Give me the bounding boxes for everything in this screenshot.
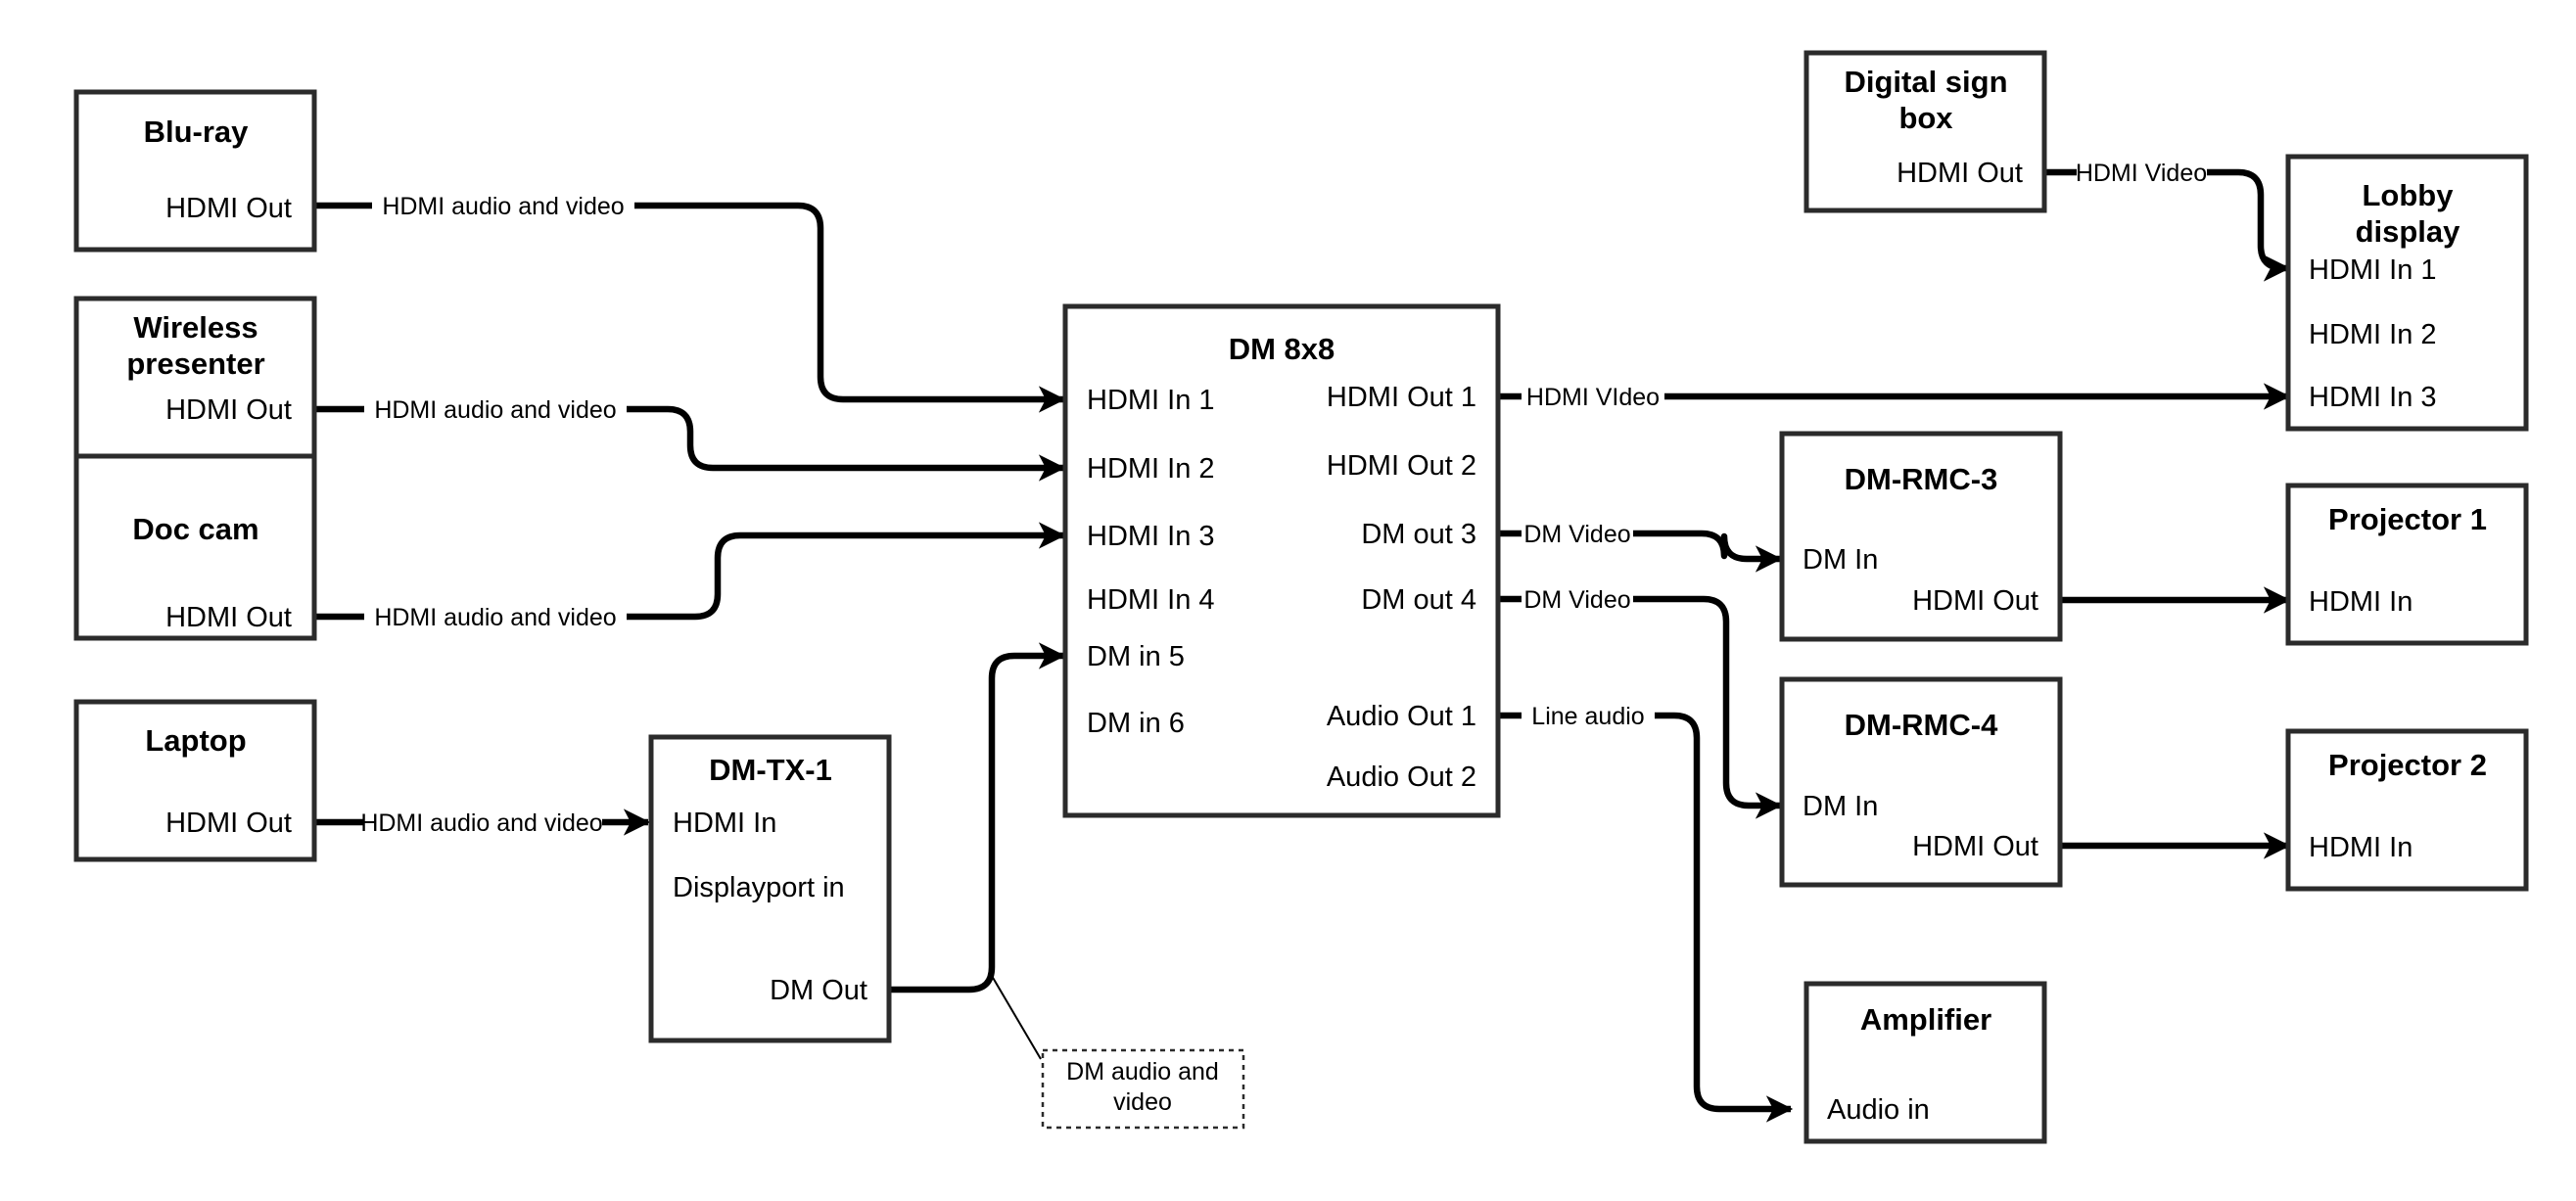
edge-label-wireless-to-dm: HDMI audio and video: [374, 396, 616, 424]
projector-2-box[interactable]: [2285, 728, 2529, 892]
link-dm8x8-audioout1-to-amplifier-b: [1655, 712, 1794, 1123]
node-dm-rmc-4[interactable]: DM-RMC-4 DM In HDMI Out: [1779, 676, 2063, 888]
node-projector-1[interactable]: Projector 1 HDMI In: [2285, 483, 2529, 646]
dm-rmc-4-title: DM-RMC-4: [1845, 708, 1998, 742]
dm-tx-1-port-dm-out: DM Out: [770, 975, 867, 1006]
edge-label-dm-out1-to-lobby: HDMI VIdeo: [1526, 384, 1660, 411]
link-doccam-to-dm8x8-hdmi-in-3-b: [627, 522, 1066, 621]
link-dmtx1-to-dm8x8-dm-in-5: [888, 642, 1066, 993]
bluray-port-hdmi-out: HDMI Out: [165, 193, 292, 224]
node-dm-tx-1[interactable]: DM-TX-1 HDMI In Displayport in DM Out: [648, 734, 892, 1043]
bluray-title: Blu-ray: [144, 115, 250, 149]
node-doc-cam[interactable]: Doc cam HDMI Out: [73, 453, 317, 641]
dm-8x8-input-hdmi-in-4: HDMI In 4: [1087, 584, 1215, 616]
projector-1-box[interactable]: [2285, 483, 2529, 646]
projector-1-title: Projector 1: [2328, 502, 2487, 536]
dm-rmc-3-port-dm-in: DM In: [1803, 544, 1878, 576]
node-wireless-presenter[interactable]: Wireless presenter HDMI Out: [73, 296, 317, 459]
lobby-display-input-hdmi-in-3: HDMI In 3: [2309, 382, 2437, 413]
link-dm8x8-dmout3-to-rmc3-b: [1633, 530, 1783, 573]
edge-label-layer: HDMI audio and video HDMI audio and vide…: [360, 160, 2207, 837]
edge-label-audio1-to-amp: Line audio: [1531, 703, 1644, 730]
dm-8x8-input-hdmi-in-1: HDMI In 1: [1087, 385, 1215, 416]
doc-cam-port-hdmi-out: HDMI Out: [165, 602, 292, 633]
doc-cam-title: Doc cam: [132, 512, 258, 546]
wireless-presenter-title-line2: presenter: [126, 346, 264, 381]
dm-8x8-input-dm-in-6: DM in 6: [1087, 708, 1185, 739]
dm-rmc-4-port-dm-in: DM In: [1803, 791, 1878, 822]
digital-sign-port-hdmi-out: HDMI Out: [1897, 158, 2023, 189]
edge-label-dm-out3-to-rmc3: DM Video: [1523, 521, 1630, 548]
node-digital-sign-box[interactable]: Digital sign box HDMI Out: [1803, 50, 2047, 213]
lobby-display-input-hdmi-in-2: HDMI In 2: [2309, 319, 2437, 350]
dm-8x8-output-dm-out-3: DM out 3: [1361, 519, 1476, 550]
dm-tx-1-box[interactable]: [648, 734, 892, 1043]
dm-tx-1-port-displayport-in: Displayport in: [673, 872, 845, 903]
link-bluray-to-dm8x8-hdmi-in-1-b: [634, 202, 1066, 413]
projector-1-port-hdmi-in: HDMI In: [2309, 586, 2412, 618]
dm-audio-video-note-line1: DM audio and: [1066, 1058, 1219, 1086]
node-lobby-display[interactable]: Lobby display HDMI In 1 HDMI In 2 HDMI I…: [2285, 154, 2529, 432]
dm-rmc-4-box[interactable]: [1779, 676, 2063, 888]
dm-rmc-3-box[interactable]: [1779, 431, 2063, 642]
dm-8x8-output-audio-out-1: Audio Out 1: [1327, 701, 1476, 732]
digital-sign-box[interactable]: [1803, 50, 2047, 213]
link-dm8x8-dmout4-to-rmc4-b: [1633, 595, 1783, 819]
link-digitalsign-to-lobby-hdmi-in-1-b: [2207, 168, 2291, 282]
lobby-display-title-line1: Lobby: [2363, 178, 2455, 212]
bluray-box[interactable]: [73, 89, 317, 253]
dm-rmc-3-port-hdmi-out: HDMI Out: [1912, 585, 2038, 617]
dm-tx-1-title: DM-TX-1: [709, 753, 832, 787]
node-dm-8x8[interactable]: DM 8x8 HDMI In 1 HDMI In 2 HDMI In 3 HDM…: [1062, 303, 1501, 818]
connector-layer: [314, 168, 2291, 1123]
dm-8x8-input-hdmi-in-2: HDMI In 2: [1087, 453, 1215, 485]
laptop-box[interactable]: [73, 699, 317, 862]
lobby-display-input-hdmi-in-1: HDMI In 1: [2309, 254, 2437, 286]
dm-rmc-4-port-hdmi-out: HDMI Out: [1912, 831, 2038, 862]
dm-8x8-box[interactable]: [1062, 303, 1501, 818]
node-bluray[interactable]: Blu-ray HDMI Out: [73, 89, 317, 253]
doc-cam-box[interactable]: [73, 453, 317, 641]
node-laptop[interactable]: Laptop HDMI Out: [73, 699, 317, 862]
dm-8x8-output-audio-out-2: Audio Out 2: [1327, 762, 1476, 793]
laptop-title: Laptop: [145, 723, 246, 758]
digital-sign-title-line1: Digital sign: [1844, 65, 2007, 99]
edge-label-sign-to-lobby: HDMI Video: [2076, 160, 2207, 187]
lobby-display-title-line2: display: [2356, 214, 2461, 249]
dm-8x8-output-dm-out-4: DM out 4: [1361, 584, 1476, 616]
dm-tx-1-port-hdmi-in: HDMI In: [673, 808, 776, 839]
note-dm-audio-and-video: DM audio and video: [1041, 1048, 1245, 1130]
dm-8x8-title: DM 8x8: [1229, 332, 1335, 366]
dm-audio-video-note-box: [1041, 1048, 1245, 1130]
node-projector-2[interactable]: Projector 2 HDMI In: [2285, 728, 2529, 892]
amplifier-box[interactable]: [1803, 981, 2047, 1144]
wireless-presenter-port-hdmi-out: HDMI Out: [165, 394, 292, 426]
projector-2-port-hdmi-in: HDMI In: [2309, 832, 2412, 863]
node-dm-rmc-3[interactable]: DM-RMC-3 DM In HDMI Out: [1779, 431, 2063, 642]
wireless-presenter-title-line1: Wireless: [133, 310, 258, 345]
edge-label-bluray-to-dm: HDMI audio and video: [382, 193, 624, 220]
dm-8x8-input-dm-in-5: DM in 5: [1087, 641, 1185, 672]
dm-rmc-3-title: DM-RMC-3: [1845, 462, 1998, 496]
laptop-port-hdmi-out: HDMI Out: [165, 808, 292, 839]
link-wireless-to-dm8x8-hdmi-in-2-b: [627, 405, 1066, 482]
dm-8x8-output-hdmi-out-1: HDMI Out 1: [1327, 382, 1476, 413]
projector-2-title: Projector 2: [2328, 748, 2487, 782]
amplifier-port-audio-in: Audio in: [1827, 1094, 1930, 1126]
node-amplifier[interactable]: Amplifier Audio in: [1803, 981, 2047, 1144]
lobby-display-box[interactable]: [2285, 154, 2529, 432]
edge-label-laptop-to-tx: HDMI audio and video: [360, 809, 602, 837]
amplifier-title: Amplifier: [1860, 1002, 1991, 1037]
leader-dm-audio-video-note: [991, 975, 1042, 1060]
dm-8x8-output-hdmi-out-2: HDMI Out 2: [1327, 450, 1476, 482]
edge-label-dm-out4-to-rmc4: DM Video: [1523, 586, 1630, 614]
dm-8x8-input-hdmi-in-3: HDMI In 3: [1087, 521, 1215, 552]
digital-sign-title-line2: box: [1898, 101, 1953, 135]
edge-label-doccam-to-dm: HDMI audio and video: [374, 604, 616, 631]
dm-audio-video-note-line2: video: [1113, 1088, 1172, 1116]
